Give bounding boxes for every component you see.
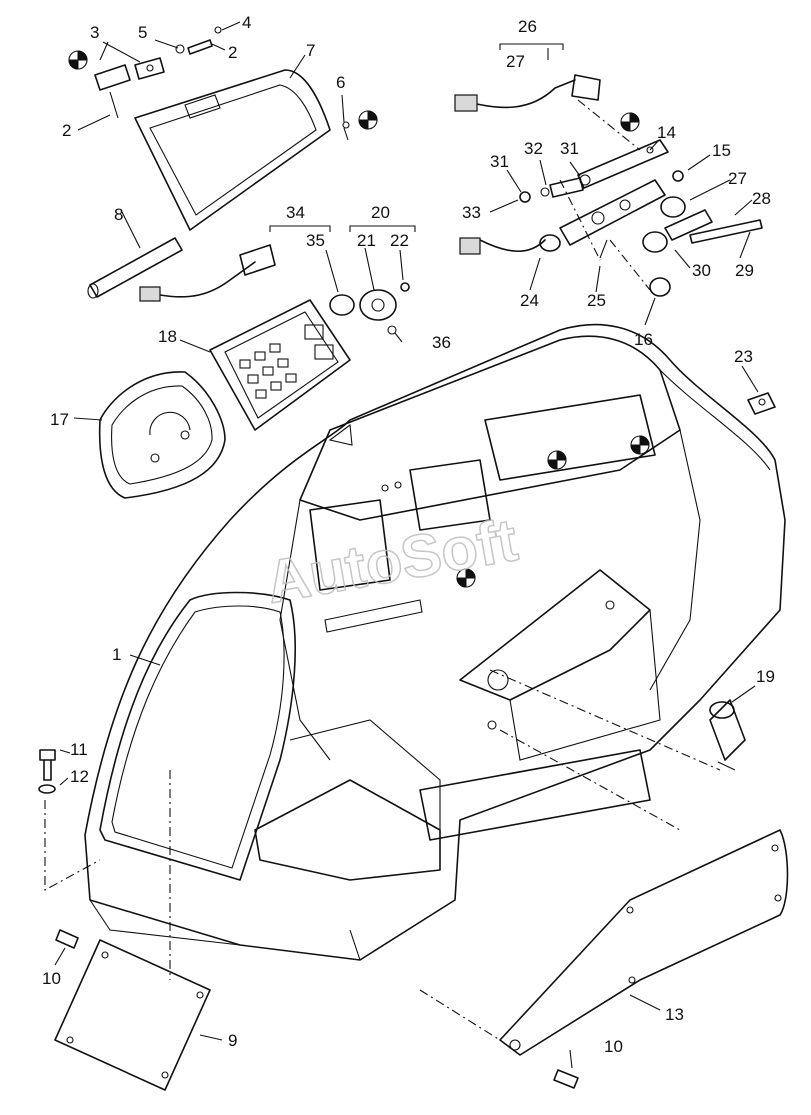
- callout-10: 10: [604, 1037, 623, 1056]
- callout-27: 27: [506, 52, 525, 71]
- callout-19: 19: [756, 667, 775, 686]
- callout-2: 2: [62, 121, 71, 140]
- callout-13: 13: [665, 1005, 684, 1024]
- gauge-panel: [98, 371, 226, 499]
- callout-18: 18: [158, 327, 177, 346]
- callout-22: 22: [390, 231, 409, 250]
- callout-8: 8: [114, 205, 123, 224]
- callout-11: 11: [70, 740, 88, 759]
- callout-31: 31: [490, 152, 509, 171]
- target-marker-icon: [456, 568, 476, 588]
- cigarette-lighter-connector: [709, 699, 746, 771]
- callout-27: 27: [728, 169, 747, 188]
- target-markers: [68, 50, 650, 588]
- console-housing: [84, 323, 786, 961]
- callout-23: 23: [734, 347, 753, 366]
- callout-34: 34: [286, 203, 305, 222]
- callout-15: 15: [712, 141, 731, 160]
- assembly-lines: [44, 99, 721, 1041]
- callout-6: 6: [336, 73, 345, 92]
- callout-numbers: 1 2 2 3 4 5 6 7 8 9 10 10 11 12 13 14 15…: [42, 13, 775, 1056]
- group-brackets: [99, 41, 564, 232]
- callout-29: 29: [735, 261, 754, 280]
- target-marker-icon: [547, 450, 567, 470]
- target-marker-icon: [68, 50, 88, 70]
- console-lid: [134, 69, 331, 231]
- leader-lines: [54, 21, 759, 1069]
- callout-20: 20: [371, 203, 390, 222]
- callout-35: 35: [306, 231, 325, 250]
- target-marker-icon: [630, 435, 650, 455]
- callout-9: 9: [228, 1031, 237, 1050]
- callout-32: 32: [524, 139, 543, 158]
- target-marker-icon: [620, 112, 640, 132]
- keypad-buttons: [239, 343, 297, 399]
- callout-33: 33: [462, 203, 481, 222]
- clip-nut: [747, 392, 776, 415]
- wiring-harness-right: [454, 74, 601, 255]
- target-marker-icon: [358, 110, 378, 130]
- callout-36: 36: [432, 333, 451, 352]
- callout-17: 17: [50, 410, 69, 429]
- callout-25: 25: [587, 291, 606, 310]
- callout-30: 30: [692, 261, 711, 280]
- callout-12: 12: [70, 767, 89, 786]
- bolt-and-washer: [38, 749, 56, 794]
- keypad-panel: [209, 299, 351, 431]
- screw-right: [553, 1069, 579, 1089]
- screw-left: [55, 929, 79, 949]
- callout-21: 21: [357, 231, 376, 250]
- watermark-text: AutoSoft: [261, 506, 522, 616]
- callout-4: 4: [242, 13, 251, 32]
- switch-components: [329, 282, 410, 335]
- callout-3: 3: [90, 23, 99, 42]
- side-trim-panel: [499, 829, 789, 1056]
- callout-2: 2: [228, 43, 237, 62]
- bottom-cover-plate: [54, 939, 211, 1091]
- callout-28: 28: [752, 189, 771, 208]
- callout-14: 14: [657, 123, 676, 142]
- callout-5: 5: [138, 23, 147, 42]
- callout-16: 16: [634, 330, 653, 349]
- callout-31: 31: [560, 139, 579, 158]
- wiring-harness-left: [139, 244, 276, 302]
- callout-10: 10: [42, 969, 61, 988]
- callout-24: 24: [520, 291, 539, 310]
- hinge-hardware: [94, 26, 350, 141]
- callout-1: 1: [112, 645, 121, 664]
- support-rod: [87, 237, 183, 299]
- small-fasteners: [519, 170, 763, 297]
- watermark: AutoSoft: [260, 505, 523, 616]
- callout-7: 7: [306, 41, 315, 60]
- callout-26: 26: [518, 17, 537, 36]
